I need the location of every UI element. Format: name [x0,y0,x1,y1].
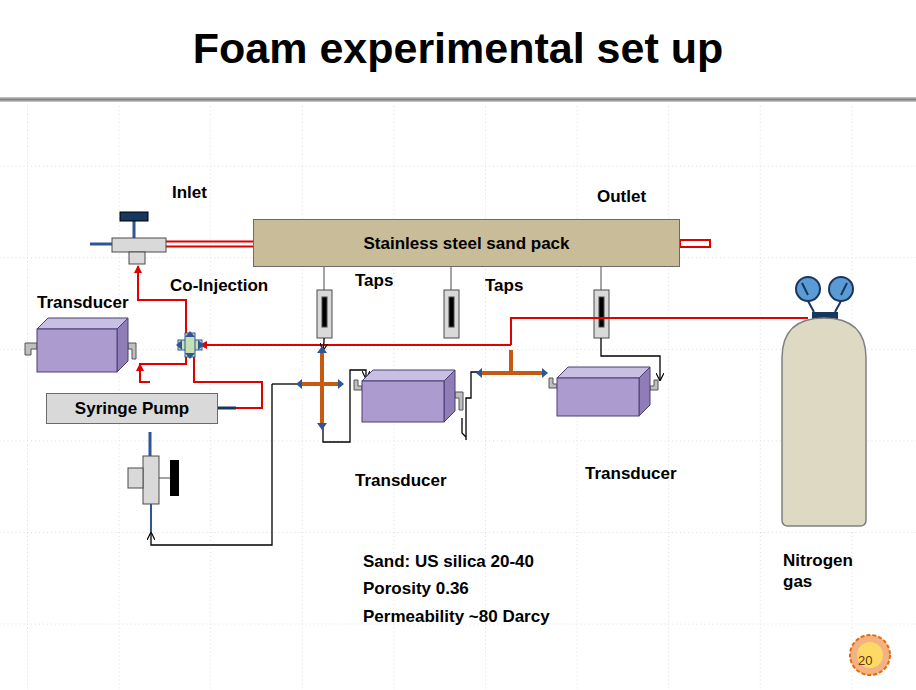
title-rule [0,97,916,102]
box-label: Syringe Pump [75,398,189,419]
syringe-pump-box: Syringe Pump [46,393,218,424]
transducer-port [25,343,37,355]
node-label: Transducer [585,463,677,484]
transducer-shape [362,370,455,422]
text-label: Porosity 0.36 [363,579,469,599]
text-label: Permeability ~80 Darcy [363,607,550,627]
transducer-box: Transducer [37,318,128,372]
text-label: Taps [485,276,523,296]
pressure-tap [317,267,609,338]
node-label: Transducer [37,292,129,313]
transducer-port [650,380,658,390]
pump-outlet [218,407,236,410]
nitrogen-cylinder: Nitrogen gas [782,318,866,526]
transducer-port [549,378,557,388]
grid [0,104,916,690]
sand-pack-box: Stainless steel sand pack [253,219,680,267]
transducer-box: Transducer [557,367,650,416]
co-injection-cross [176,331,204,359]
box-label: Stainless steel sand pack [364,233,570,254]
transducer-shape [37,318,128,372]
text-label: Outlet [597,187,646,207]
node-label: Nitrogen gas [783,550,873,592]
tee-fitting [300,350,544,424]
text-label: Co-Injection [170,276,268,296]
text-label: Inlet [172,183,207,203]
gas-cylinder-shape [782,318,866,526]
red-line [138,266,808,408]
transducer-shape [557,367,650,416]
node-label: Transducer [355,470,447,491]
text-label: Sand: US silica 20-40 [363,552,534,572]
slide-title: Foam experimental set up [0,22,916,74]
transducer-port [455,392,463,410]
slide-number: 20 [858,654,872,668]
outlet-tube [680,240,710,247]
regulator-gauge [796,277,853,320]
transducer-box: Transducer [362,370,455,422]
transducer-port [128,343,136,359]
black-line [151,338,660,545]
tee-end [296,346,548,430]
bottom-valve [128,432,179,532]
inlet-valve [90,212,166,264]
sun-logo [850,635,890,675]
inlet-tube [166,242,253,247]
text-label: Taps [355,271,393,291]
